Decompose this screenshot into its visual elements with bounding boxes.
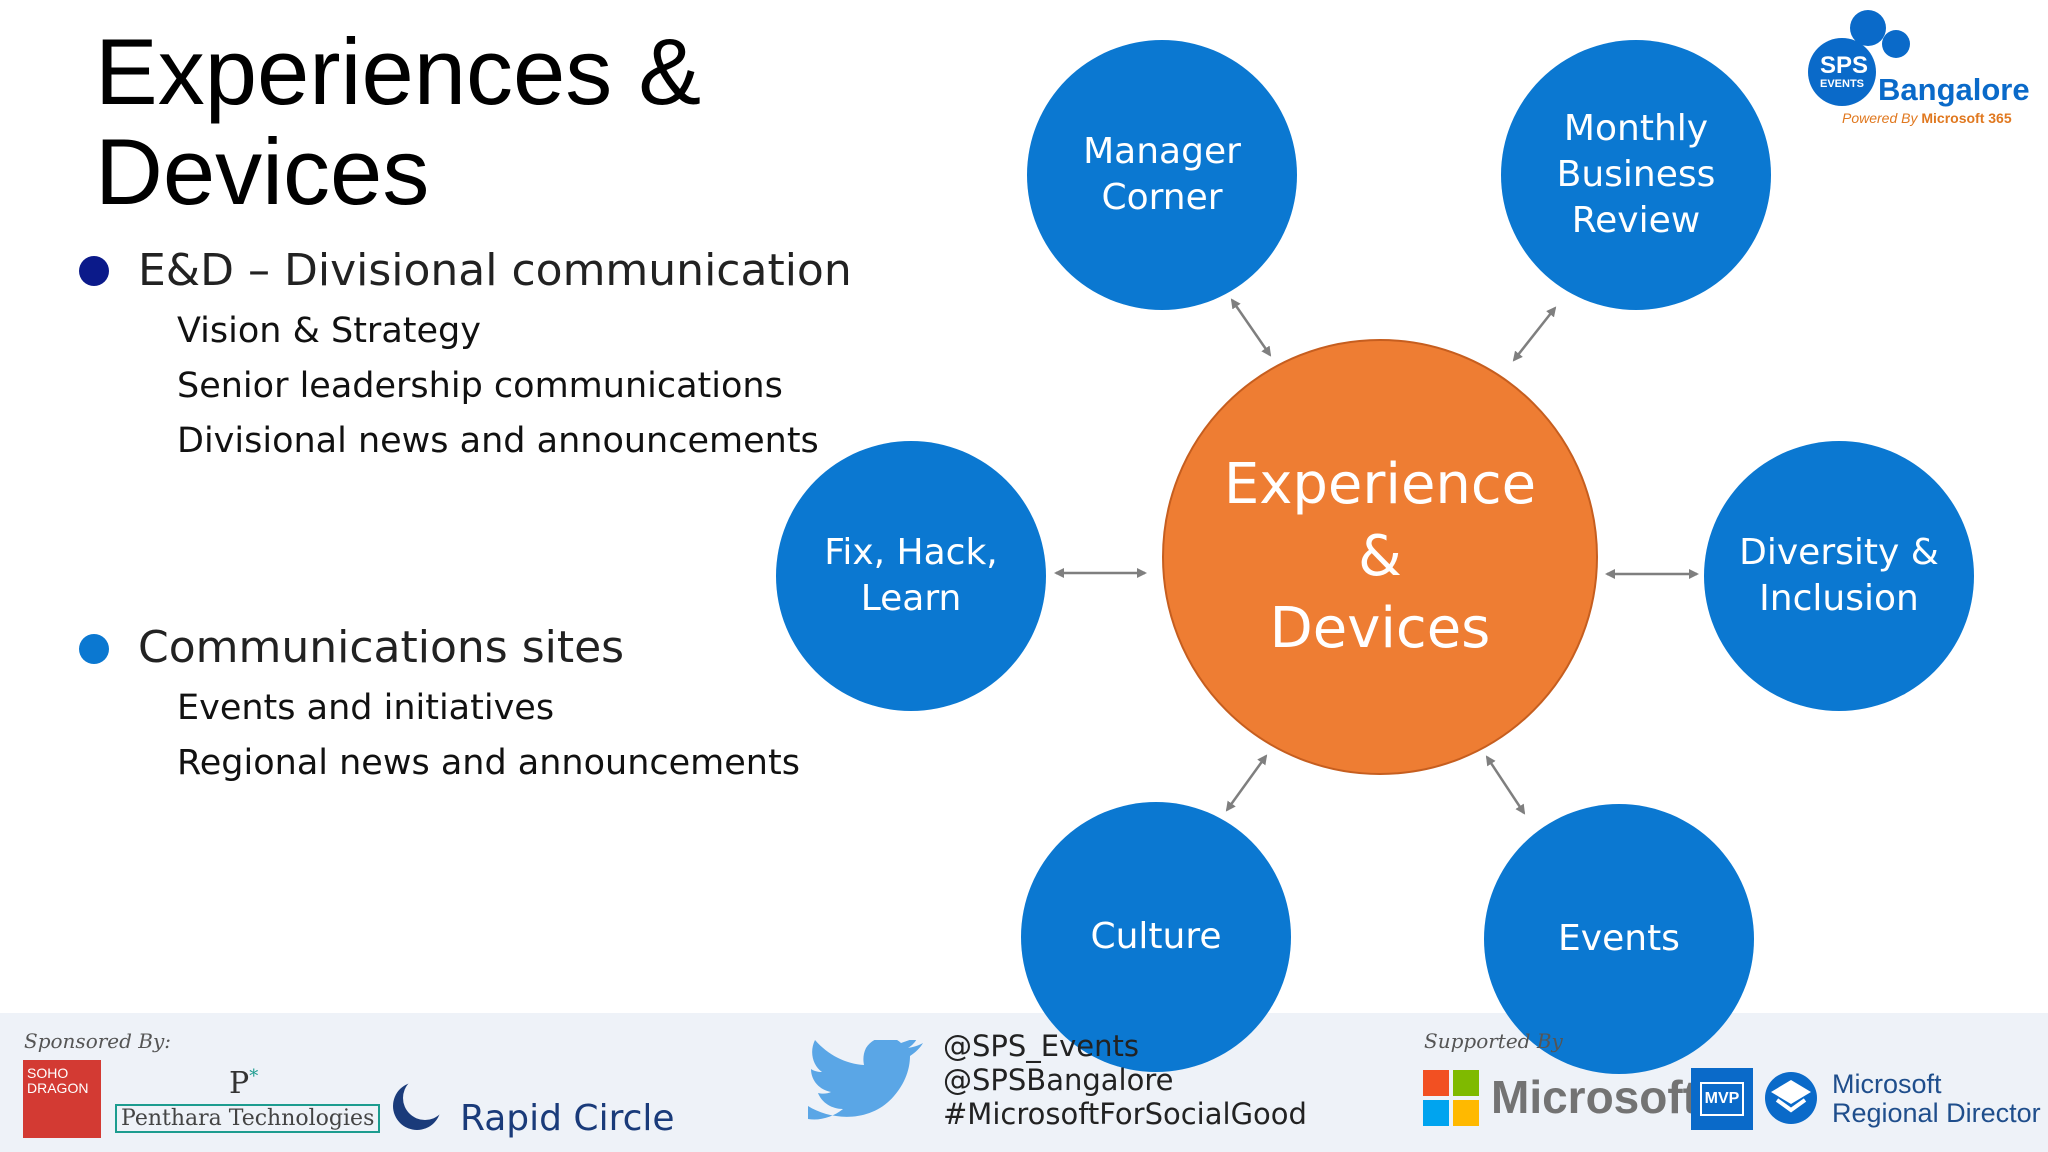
bullet-1-sub-2: Senior leadership communications [177,366,783,406]
sponsored-by-label: Sponsored By: [24,1029,172,1053]
mvp-badge: MVP [1691,1068,1753,1130]
twitter-hashtag: #MicrosoftForSocialGood [943,1097,1307,1131]
arrow-events [1485,755,1526,815]
twitter-handle-1: @SPS_Events [943,1029,1139,1063]
penthara-text: Penthara Technologies [115,1104,381,1133]
rapid-circle-icon [393,1078,447,1130]
bullet-2-sub-1: Events and initiatives [177,688,555,728]
arrow-culture [1225,754,1268,812]
regional-director-line2: Regional Director [1832,1098,2041,1128]
microsoft-wordmark: Microsoft [1491,1071,1698,1123]
regional-director-line1: Microsoft [1832,1069,1942,1099]
sps-logo-mark [1808,10,1910,106]
arrow-monthly [1512,306,1557,362]
node-monthly-business-review: Monthly Business Review [1501,40,1771,310]
sps-logo-events: EVENTS [1820,78,1865,90]
bullet-dot-1 [79,256,109,286]
bullet-2-sub-2: Regional news and announcements [177,743,800,783]
node-fix-hack-learn: Fix, Hack, Learn [776,441,1046,711]
sps-powered-brand: Microsoft 365 [1921,110,2012,126]
sps-logo-powered: Powered By Microsoft 365 [1842,110,2012,126]
penthara-logo: P* Penthara Technologies [111,1066,381,1136]
arrow-manager [1230,298,1272,357]
node-culture: Culture [1021,802,1291,1072]
bullet-dot-2 [79,634,109,664]
bullet-1-sub-3: Divisional news and announcements [177,421,819,461]
rapid-circle-text: Rapid Circle [460,1098,675,1139]
soho-dragon-text: SOHO DRAGON [27,1065,89,1096]
bullet-2-text: Communications sites [138,622,625,673]
twitter-handle-2: @SPSBangalore [943,1063,1174,1097]
supported-by-label: Supported By [1424,1029,1563,1053]
sps-logo-city: Bangalore [1878,72,2030,107]
twitter-bird-icon [808,1040,923,1120]
sps-logo-text: SPS [1820,52,1869,79]
slide-title-line1: Experiences & [95,19,702,124]
mvp-badge-text: MVP [1699,1082,1745,1116]
bullet-1-text: E&D – Divisional communication [138,245,852,296]
slide-title: Experiences & Devices [95,22,701,222]
microsoft-squares-icon [1423,1070,1479,1126]
node-events: Events [1484,804,1754,1074]
regional-director-icon [1765,1072,1817,1124]
regional-director-text: Microsoft Regional Director [1832,1070,2041,1128]
center-node: Experience & Devices [1162,339,1598,775]
twitter-handles: @SPS_Events @SPSBangalore #MicrosoftForS… [943,1029,1307,1131]
sps-powered-by: Powered By [1842,110,1918,126]
node-diversity-inclusion: Diversity & Inclusion [1704,441,1974,711]
sps-bangalore-logo: SPS EVENTS Bangalore Powered By Microsof… [1800,6,2040,131]
penthara-p-icon: P* [229,1066,259,1101]
soho-dragon-logo: SOHO DRAGON [23,1060,101,1138]
node-manager-corner: Manager Corner [1027,40,1297,310]
bullet-1-sub-1: Vision & Strategy [177,311,481,351]
slide-title-line2: Devices [95,119,430,224]
